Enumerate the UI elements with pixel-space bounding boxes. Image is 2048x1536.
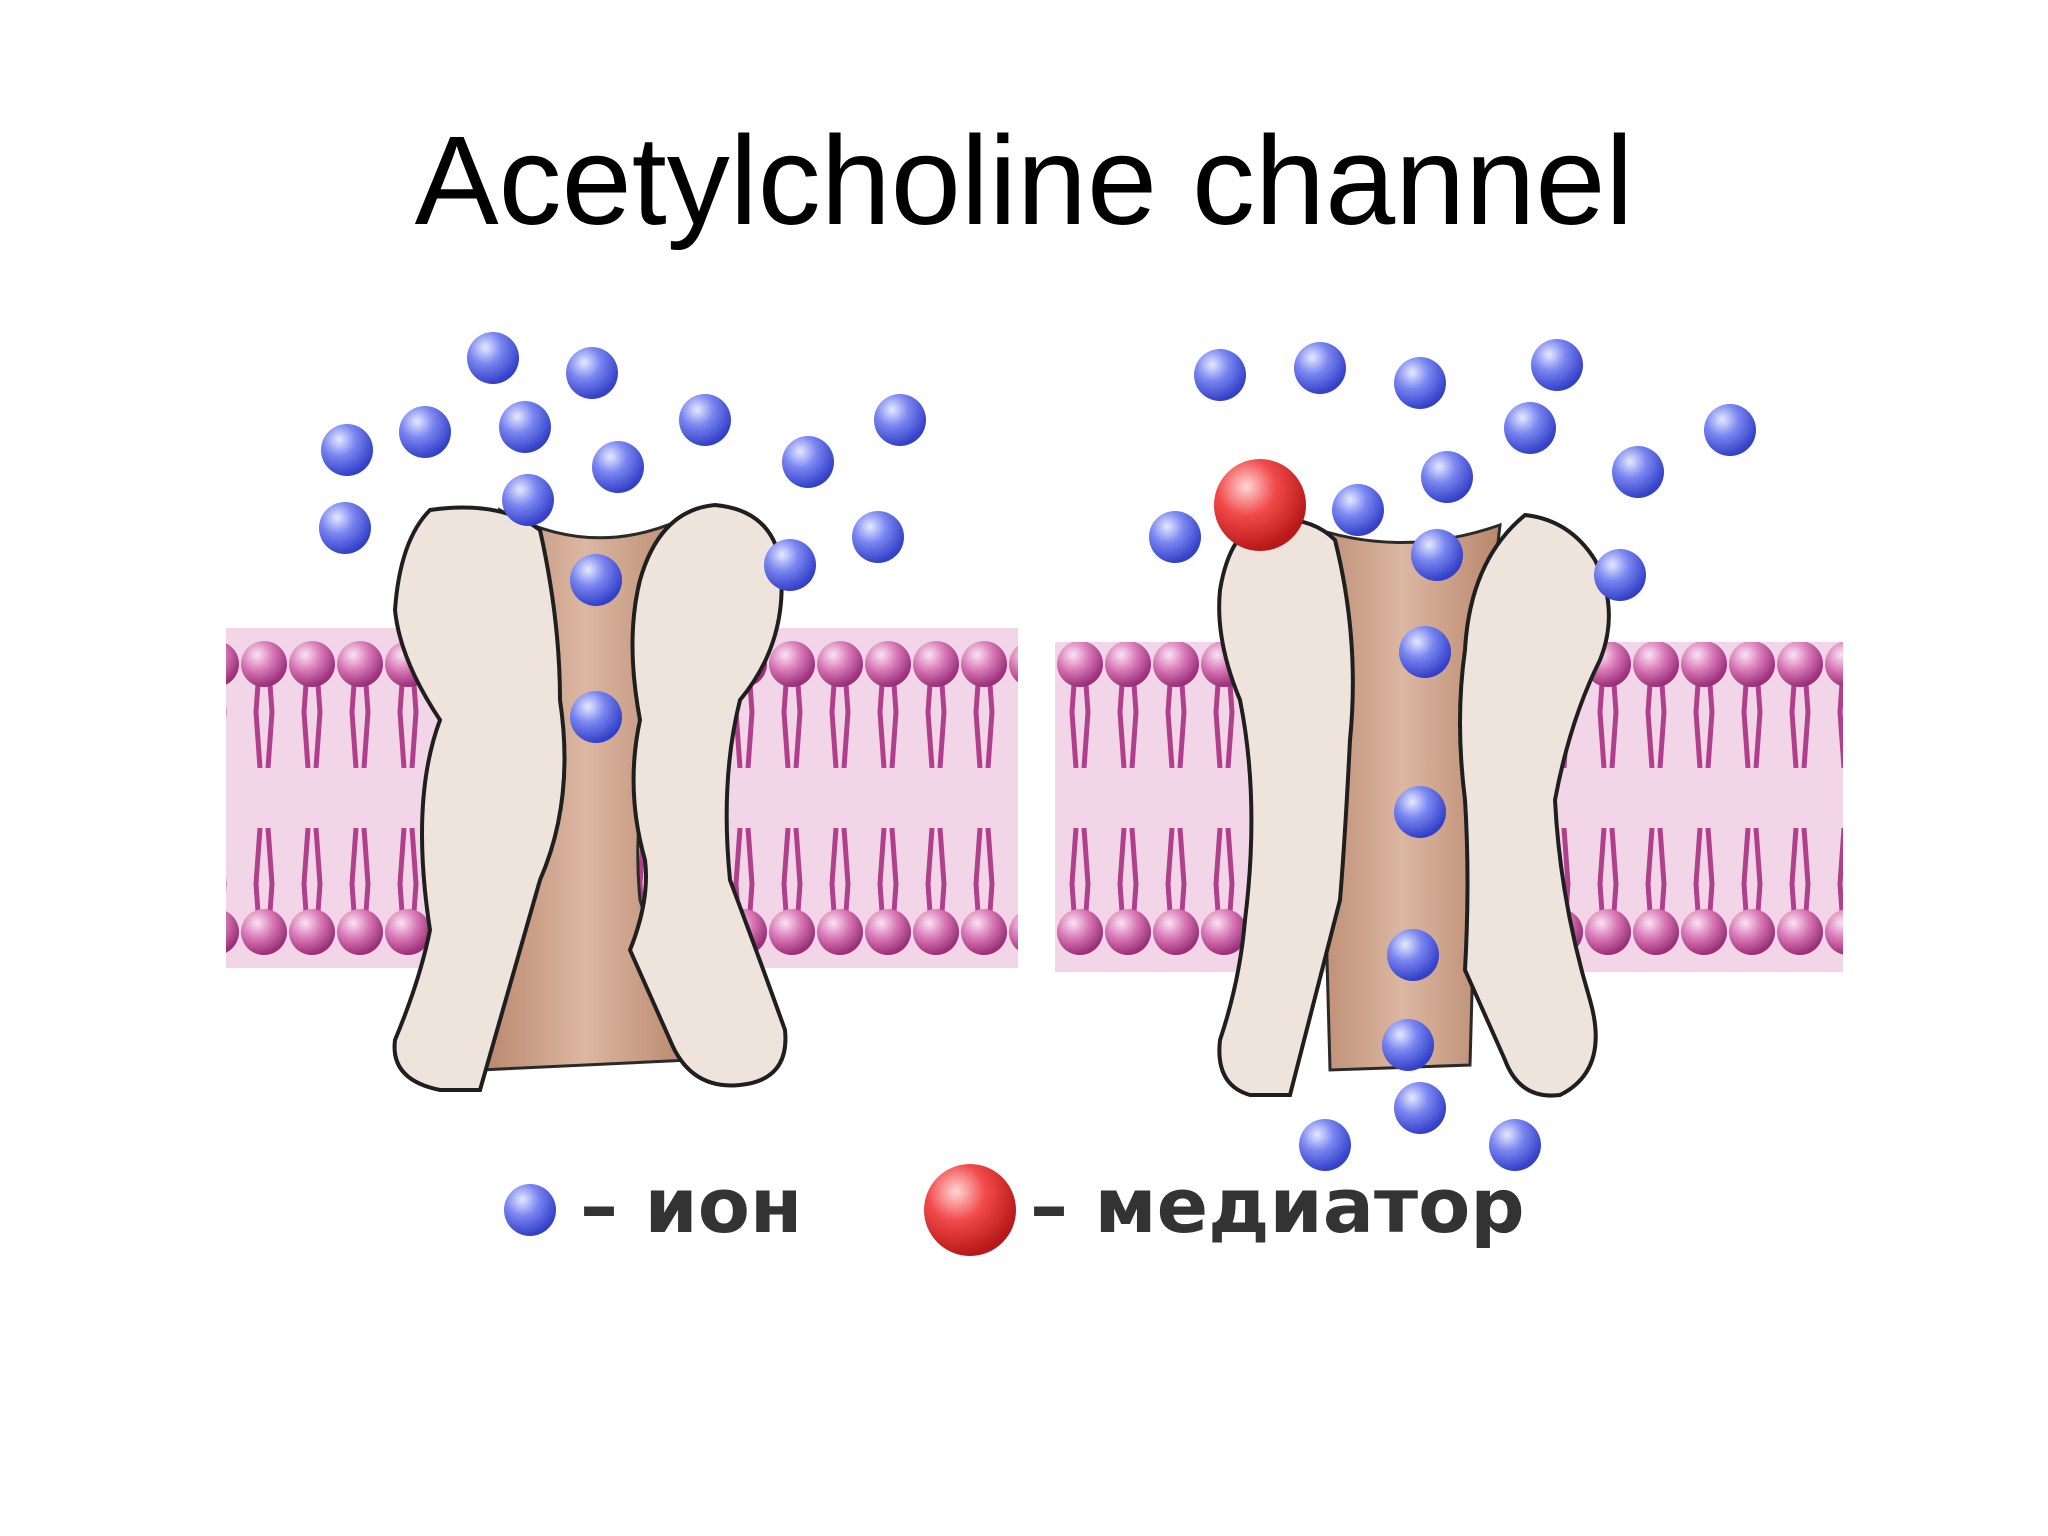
ion: [1612, 446, 1664, 498]
ion: [1489, 1119, 1541, 1171]
ion: [1332, 484, 1384, 536]
ion: [399, 406, 451, 458]
ion: [1704, 404, 1756, 456]
ion: [1421, 451, 1473, 503]
ion: [592, 441, 644, 493]
ion: [321, 424, 373, 476]
legend-mediator-marker: [924, 1164, 1016, 1256]
ion: [1394, 786, 1446, 838]
ion: [566, 347, 618, 399]
ion: [782, 436, 834, 488]
ion: [874, 394, 926, 446]
ion: [467, 332, 519, 384]
subunit-left-a: [392, 505, 567, 1092]
subunit-right-b: [1458, 512, 1611, 1098]
slide-title: Acetylcholine channel: [414, 110, 1634, 251]
mediator: [1214, 459, 1306, 551]
ion: [1394, 357, 1446, 409]
ion: [570, 691, 622, 743]
ion: [852, 511, 904, 563]
ion: [1504, 402, 1556, 454]
ion: [1149, 511, 1201, 563]
ion: [1411, 529, 1463, 581]
subunit-left-b: [627, 502, 788, 1088]
ion: [1299, 1119, 1351, 1171]
ion: [319, 502, 371, 554]
ion: [1387, 929, 1439, 981]
ion: [502, 474, 554, 526]
ion: [1594, 549, 1646, 601]
ion: [1531, 339, 1583, 391]
ions: [319, 332, 1756, 1171]
legend-mediator-label: – медиатор: [1030, 1161, 1525, 1250]
ion: [1394, 1082, 1446, 1134]
subunit-right-a: [1217, 517, 1355, 1097]
ion: [764, 539, 816, 591]
channel-closed: [392, 502, 788, 1092]
ion: [679, 394, 731, 446]
ion: [499, 401, 551, 453]
ion: [570, 554, 622, 606]
ion: [1294, 342, 1346, 394]
ion: [1399, 626, 1451, 678]
ion: [1382, 1019, 1434, 1071]
legend-ion-label: – ион: [580, 1161, 803, 1250]
legend-ion-marker: [504, 1184, 556, 1236]
ion: [1194, 349, 1246, 401]
